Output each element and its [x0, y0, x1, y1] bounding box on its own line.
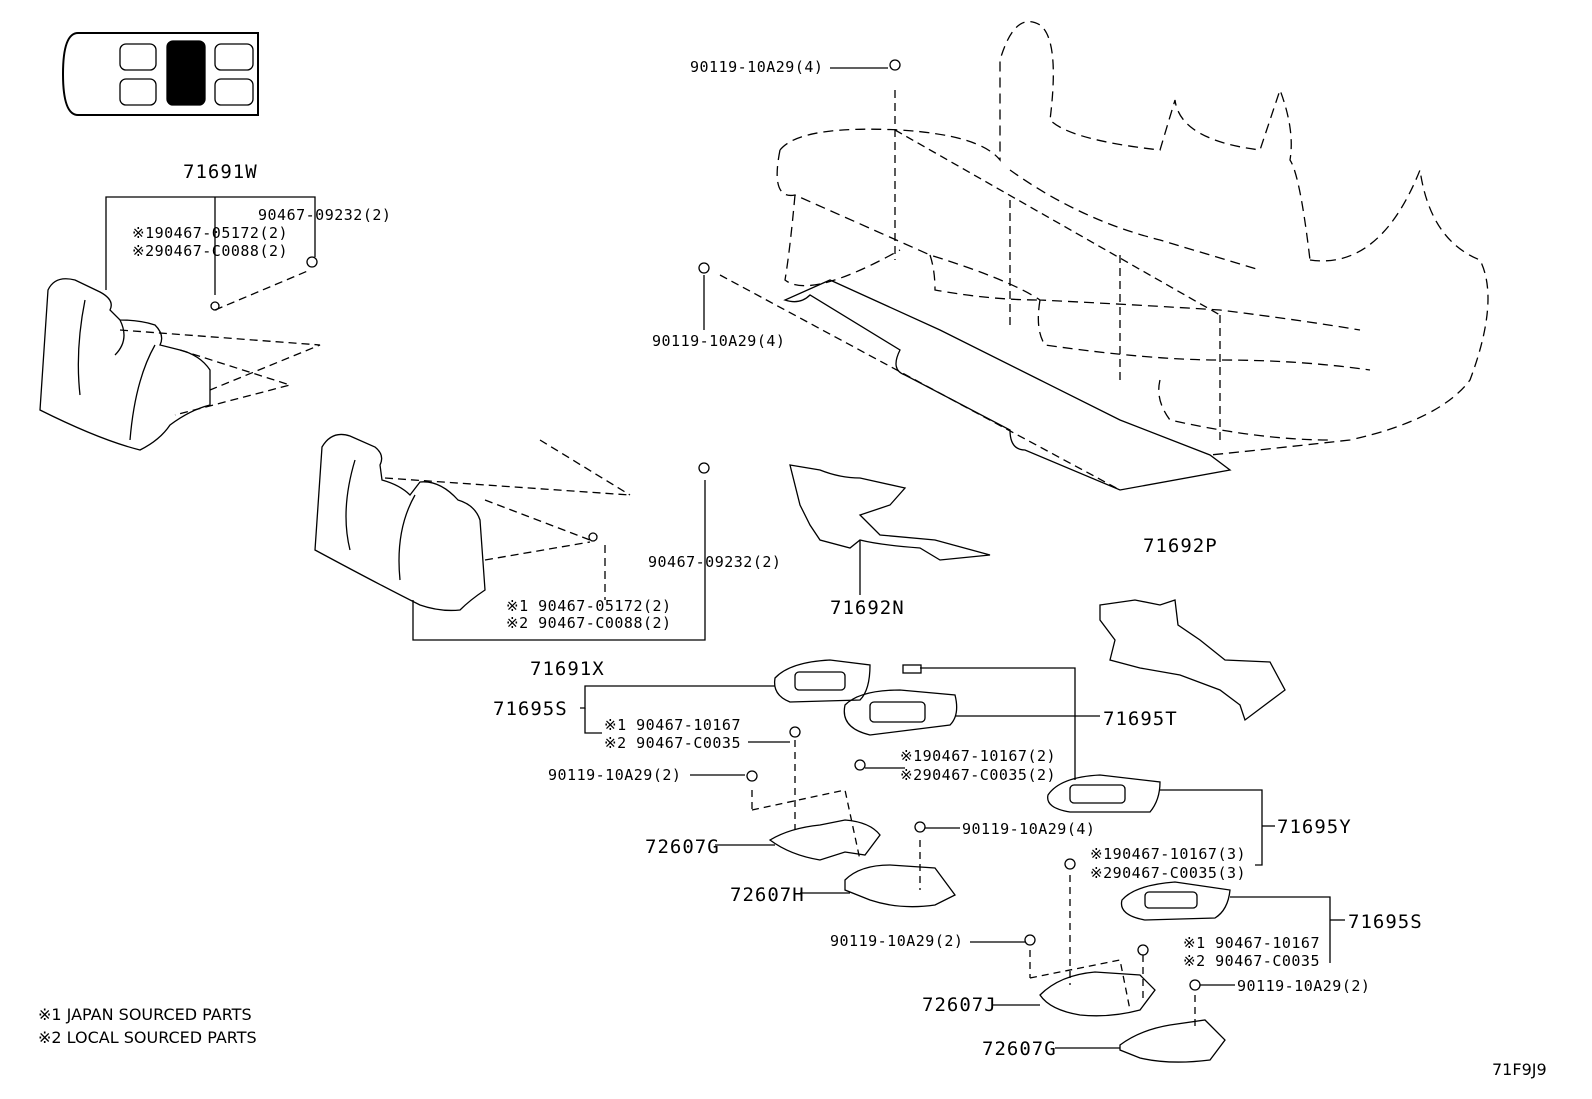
cover-71691W-dash [119, 269, 321, 416]
callout-g-bolt: 90119-10A29(2) [548, 766, 682, 784]
part-72607G-label-top: 72607G [645, 836, 720, 858]
part-71695T-label: 71695T [1103, 708, 1178, 730]
part-71695S-label-bottom: 71695S [1348, 911, 1423, 933]
callout-j-bolt: 90119-10A29(2) [830, 932, 964, 950]
cover-71691X-shape [314, 433, 486, 612]
bolt-icons [210, 59, 1201, 991]
cover-71691W-leader [105, 196, 316, 295]
seat-lower-frame [783, 279, 1232, 491]
callout-s-japan: ※1 90467-10167 [604, 716, 741, 734]
part-71692P-label: 71692P [1143, 535, 1218, 557]
bracket-72607J [1039, 971, 1156, 1017]
console-dash [751, 740, 1196, 1030]
note-japan-sourced: ※1 JAPAN SOURCED PARTS [38, 1005, 252, 1024]
callout-s2-local: ※2 90467-C0035 [1183, 952, 1320, 970]
part-71695Y-label: 71695Y [1277, 816, 1352, 838]
part-71692N-label: 71692N [830, 597, 905, 619]
console-71695T [843, 664, 958, 736]
cover-71691X-leader [412, 480, 706, 641]
part-72607G-label-bottom: 72607G [982, 1038, 1057, 1060]
duct-71692N [789, 464, 991, 561]
callout-s-local: ※2 90467-C0035 [604, 734, 741, 752]
cover-71691X-dash [384, 439, 631, 600]
callout-w-japan: ※190467-05172(2) [132, 224, 289, 242]
callout-x-local: ※2 90467-C0088(2) [506, 614, 672, 632]
leader-lines [580, 67, 1345, 1049]
callout-x-clip: 90467-09232(2) [648, 553, 782, 571]
callout-w-clip: 90467-09232(2) [258, 206, 392, 224]
seat-location-icon [61, 32, 259, 116]
callout-y-local: ※290467-C0035(3) [1090, 864, 1247, 882]
rear-seat-assembly [776, 20, 1489, 456]
part-72607J-label: 72607J [922, 994, 997, 1016]
note-local-sourced: ※2 LOCAL SOURCED PARTS [38, 1028, 257, 1047]
console-71695S-bottom [1120, 881, 1231, 921]
callout-s2-japan: ※1 90467-10167 [1183, 934, 1320, 952]
callout-top-bolt: 90119-10A29(4) [690, 58, 824, 76]
bracket-72607G-bottom [1119, 1019, 1226, 1063]
console-71695Y [1047, 774, 1161, 813]
diagram-code: 71F9J9 [1492, 1060, 1547, 1079]
callout-left-bolt: 90119-10A29(4) [652, 332, 786, 350]
part-71691X-label: 71691X [530, 658, 605, 680]
bracket-72607G-top [768, 819, 881, 861]
part-72607H-label: 72607H [730, 884, 805, 906]
callout-t-local: ※290467-C0035(2) [900, 766, 1057, 784]
console-71695S-top [773, 659, 871, 703]
callout-t-japan: ※190467-10167(2) [900, 747, 1057, 765]
callout-y-japan: ※190467-10167(3) [1090, 845, 1247, 863]
cover-71691W-shape [39, 278, 211, 451]
part-71695S-label-top: 71695S [493, 698, 568, 720]
callout-w-local: ※290467-C0088(2) [132, 242, 289, 260]
duct-71692P [1099, 599, 1286, 722]
callout-h-bolt: 90119-10A29(4) [962, 820, 1096, 838]
callout-g2-bolt: 90119-10A29(2) [1237, 977, 1371, 995]
part-71691W-label: 71691W [183, 161, 258, 183]
callout-x-japan: ※1 90467-05172(2) [506, 597, 672, 615]
bracket-72607H [844, 864, 956, 908]
